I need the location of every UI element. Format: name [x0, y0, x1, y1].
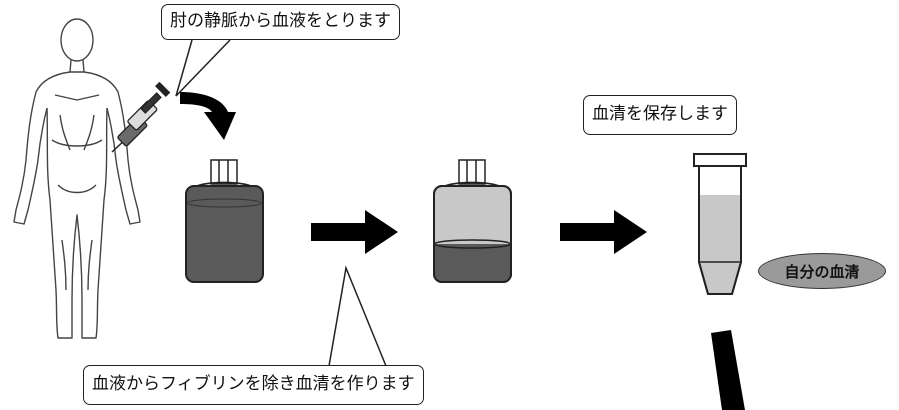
callout-draw-blood: 肘の静脈から血液をとります	[161, 4, 400, 40]
callout-store-serum: 血清を保存します	[583, 95, 737, 135]
syringe-icon	[111, 81, 171, 153]
blood-bag-separated-icon	[433, 159, 512, 283]
human-body-outline-icon	[13, 18, 141, 339]
callout-make-serum: 血液からフィブリンを除き血清を作ります	[83, 365, 424, 405]
own-serum-badge: 自分の血清	[758, 253, 886, 289]
right-arrow-icon	[311, 210, 398, 254]
blood-bag-full-icon	[185, 159, 264, 283]
curved-arrow-icon	[180, 92, 236, 140]
right-arrow-icon	[560, 210, 647, 254]
down-arrow-partial	[711, 330, 745, 410]
serum-tube-icon	[693, 153, 747, 295]
callout-pointers	[175, 39, 387, 367]
